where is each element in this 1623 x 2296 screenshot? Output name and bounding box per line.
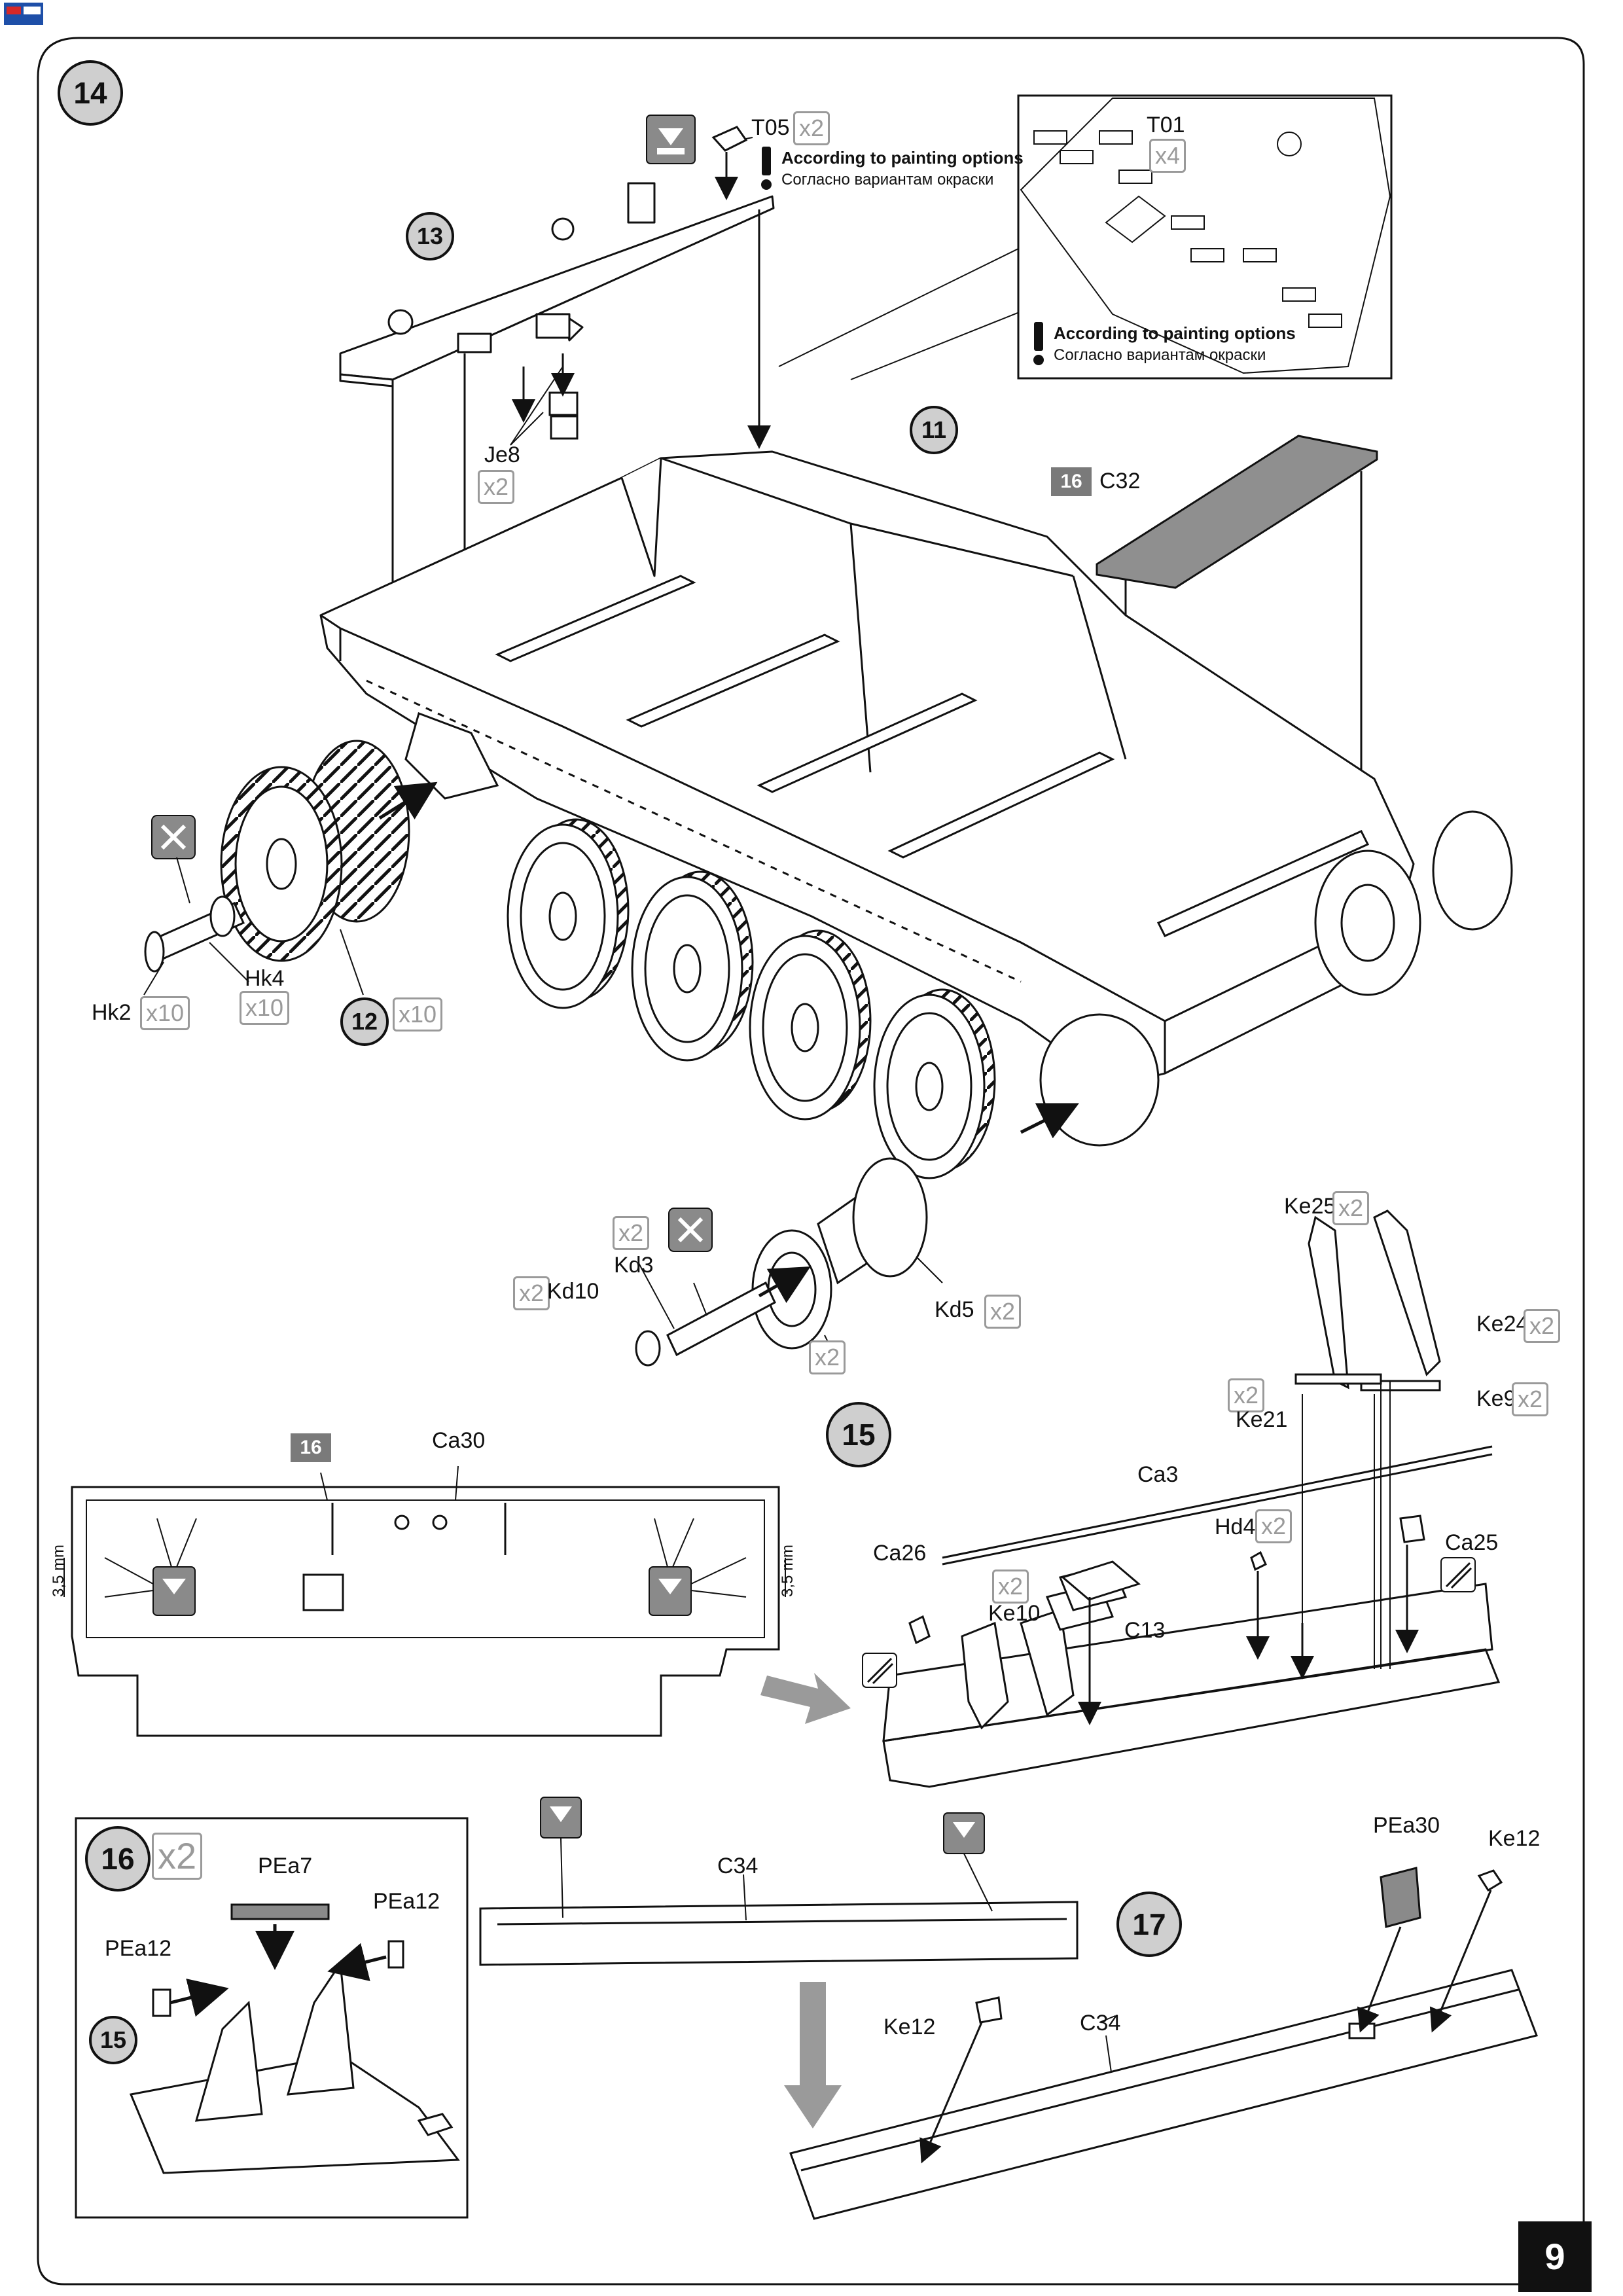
paint-icon-b — [1440, 1557, 1476, 1592]
label-ke12-b: Ke12 — [883, 2015, 936, 2039]
qty-t01: x4 — [1149, 139, 1186, 173]
qty-t05: x2 — [793, 111, 830, 145]
dim-right: 3,5 mm — [779, 1544, 796, 1597]
floor-assembly — [882, 1210, 1501, 1788]
label-ke21: Ke21 — [1236, 1407, 1288, 1432]
glue-icon-left — [152, 1566, 196, 1616]
step-11-badge: 11 — [910, 406, 958, 454]
glue-icon-d — [943, 1812, 985, 1854]
sprocket-assembly — [635, 1157, 928, 1367]
c32-engine-deck — [1096, 435, 1378, 589]
label-pea30: PEa30 — [1373, 1813, 1440, 1838]
tag-plate-16: 16 — [291, 1433, 331, 1462]
page-number: 9 — [1518, 2221, 1592, 2292]
qty-kd3: x2 — [613, 1216, 650, 1250]
hull-top-plate — [339, 182, 775, 387]
qty-kd10: x2 — [513, 1276, 550, 1310]
qty-ke21: x2 — [1228, 1378, 1265, 1412]
qty-ke10: x2 — [992, 1570, 1029, 1604]
label-c32: C32 — [1099, 469, 1141, 493]
step-17-badge: 17 — [1116, 1892, 1182, 1957]
qty-kd5: x2 — [984, 1295, 1022, 1329]
step-13-badge: 13 — [406, 212, 454, 260]
no-glue-icon-b — [668, 1208, 713, 1252]
hull-body — [319, 450, 1415, 1088]
label-ke10: Ke10 — [988, 1601, 1041, 1626]
label-ca3: Ca3 — [1137, 1462, 1179, 1487]
label-ca26: Ca26 — [873, 1541, 927, 1566]
note-painting-top-en: According to painting options — [781, 148, 1024, 168]
note-painting-inset-ru: Согласно вариантам окраски — [1054, 346, 1266, 364]
label-ca30: Ca30 — [432, 1428, 486, 1453]
note-painting-top: According to painting options Согласно в… — [761, 147, 1024, 190]
no-glue-icon-a — [151, 815, 196, 859]
flow-arrow-down — [784, 1982, 842, 2128]
road-wheels — [220, 740, 996, 1179]
brand-logo — [4, 3, 43, 25]
glue-icon-c — [540, 1797, 582, 1839]
qty-step16: x2 — [152, 1833, 203, 1880]
glue-icon-top — [646, 115, 696, 164]
label-kd3: Kd3 — [614, 1253, 654, 1278]
paint-icon-a — [862, 1653, 897, 1688]
glue-icon-right — [649, 1566, 692, 1616]
label-c13: C13 — [1124, 1618, 1166, 1643]
label-hk4: Hk4 — [245, 966, 285, 991]
qty-ke24: x2 — [1524, 1309, 1561, 1343]
note-painting-inset: According to painting options Согласно в… — [1033, 322, 1296, 365]
label-c34-bottom: C34 — [1080, 2011, 1121, 2036]
label-t01: T01 — [1147, 113, 1185, 137]
label-kd10: Kd10 — [547, 1279, 599, 1304]
label-pea12-a: PEa12 — [373, 1889, 440, 1914]
ca30-plate — [71, 1486, 780, 1737]
t05-part — [711, 126, 748, 152]
tag-c32: 16 — [1051, 467, 1092, 496]
label-je8: Je8 — [484, 442, 520, 467]
label-ke9: Ke9 — [1476, 1386, 1516, 1411]
label-hk2: Hk2 — [92, 1000, 132, 1025]
label-pea12-b: PEa12 — [105, 1936, 172, 1961]
step-14-badge: 14 — [58, 60, 123, 126]
flow-arrow — [760, 1673, 851, 1724]
label-kd5: Kd5 — [935, 1297, 974, 1322]
je8-parts — [548, 391, 579, 440]
label-pea7: PEa7 — [258, 1854, 313, 1878]
label-c34-top: C34 — [717, 1854, 758, 1878]
label-ke25: Ke25 — [1284, 1194, 1336, 1219]
dim-left: 3,5 mm — [50, 1544, 67, 1597]
note-painting-top-ru: Согласно вариантам окраски — [781, 171, 994, 188]
label-ca25: Ca25 — [1445, 1530, 1499, 1555]
note-painting-inset-en: According to painting options — [1054, 323, 1296, 343]
qty-ke25: x2 — [1332, 1191, 1370, 1225]
page-frame — [37, 37, 1585, 2286]
qty-hd4: x2 — [1255, 1509, 1293, 1543]
step-15-ref-badge: 15 — [89, 2016, 137, 2064]
qty-ke9: x2 — [1512, 1382, 1549, 1416]
step-16-badge: 16 — [85, 1826, 151, 1892]
label-hd4: Hd4 — [1215, 1515, 1256, 1539]
step-12-badge: 12 — [340, 997, 389, 1046]
qty-hk4: x10 — [240, 991, 290, 1025]
qty-hk2: x10 — [140, 996, 190, 1030]
step-15-badge: 15 — [826, 1402, 891, 1467]
qty-step12: x10 — [393, 997, 443, 1031]
label-t05: T05 — [751, 115, 790, 140]
c34-rail-top — [479, 1901, 1079, 1966]
label-ke12-a: Ke12 — [1488, 1826, 1541, 1851]
qty-je8: x2 — [478, 470, 515, 504]
label-ke24: Ke24 — [1476, 1312, 1529, 1336]
qty-sprocket: x2 — [809, 1340, 846, 1374]
